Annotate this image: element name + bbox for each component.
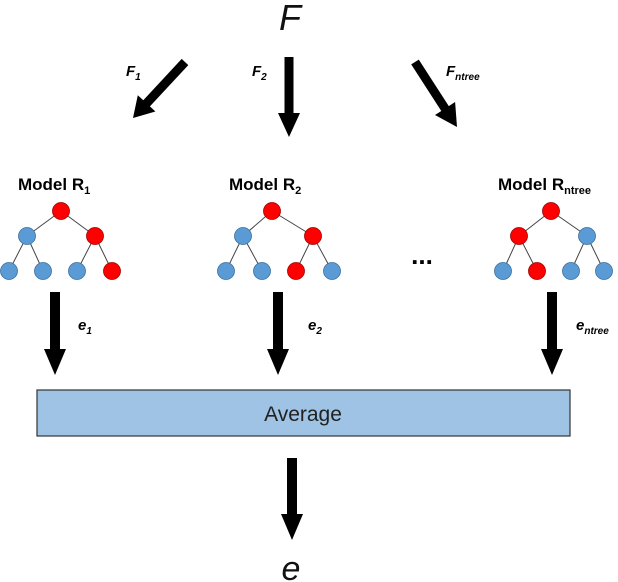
arrow-from-model-2: [267, 292, 289, 375]
tree-node-red-icon: [542, 202, 560, 220]
tree-node-red-icon: [86, 227, 104, 245]
tree-node-blue-icon: [34, 262, 52, 280]
output-label: e: [282, 550, 301, 582]
average-label: Average: [264, 403, 342, 426]
tree-node-red-icon: [52, 202, 70, 220]
average-box: [36, 389, 571, 437]
tree-node-blue-icon: [0, 262, 18, 280]
feature-subset-label-1: F1: [126, 63, 141, 83]
arrow-to-model-ntree: [411, 59, 457, 127]
tree-node-red-icon: [103, 262, 121, 280]
input-label: F: [279, 0, 303, 38]
error-label-1: e1: [78, 317, 92, 337]
arrow-to-output: [281, 458, 303, 540]
error-label-2: e2: [308, 317, 322, 337]
arrow-to-model-2: [278, 57, 300, 137]
error-label-ntree: entree: [576, 317, 609, 337]
tree-node-red-icon: [304, 227, 322, 245]
decision-trees: [0, 202, 613, 280]
tree-node-blue-icon: [253, 262, 271, 280]
decision-tree-3: [494, 202, 613, 280]
feature-subset-label-2: F2: [252, 63, 267, 83]
feature-subset-label-ntree: Fntree: [446, 63, 480, 83]
arrow-from-model-1: [44, 292, 66, 375]
tree-node-blue-icon: [562, 262, 580, 280]
arrow-to-model-1: [133, 58, 189, 118]
tree-node-blue-icon: [68, 262, 86, 280]
tree-node-blue-icon: [595, 262, 613, 280]
decision-tree-2: [217, 202, 341, 280]
model-title-2: Model R2: [229, 175, 301, 197]
tree-node-red-icon: [528, 262, 546, 280]
tree-node-red-icon: [510, 227, 528, 245]
ellipsis: ...: [411, 240, 433, 270]
tree-node-blue-icon: [18, 227, 36, 245]
output-arrow: [281, 458, 303, 540]
tree-node-red-icon: [263, 202, 281, 220]
tree-node-blue-icon: [494, 262, 512, 280]
tree-node-red-icon: [287, 262, 305, 280]
model-title-ntree: Model Rntree: [498, 175, 591, 197]
tree-node-blue-icon: [217, 262, 235, 280]
decision-tree-1: [0, 202, 121, 280]
input-arrows: [133, 57, 457, 137]
tree-node-blue-icon: [234, 227, 252, 245]
tree-node-blue-icon: [578, 227, 596, 245]
error-arrows: [44, 292, 563, 375]
tree-node-blue-icon: [323, 262, 341, 280]
model-title-1: Model R1: [18, 175, 90, 197]
arrow-from-model-ntree: [541, 292, 563, 375]
